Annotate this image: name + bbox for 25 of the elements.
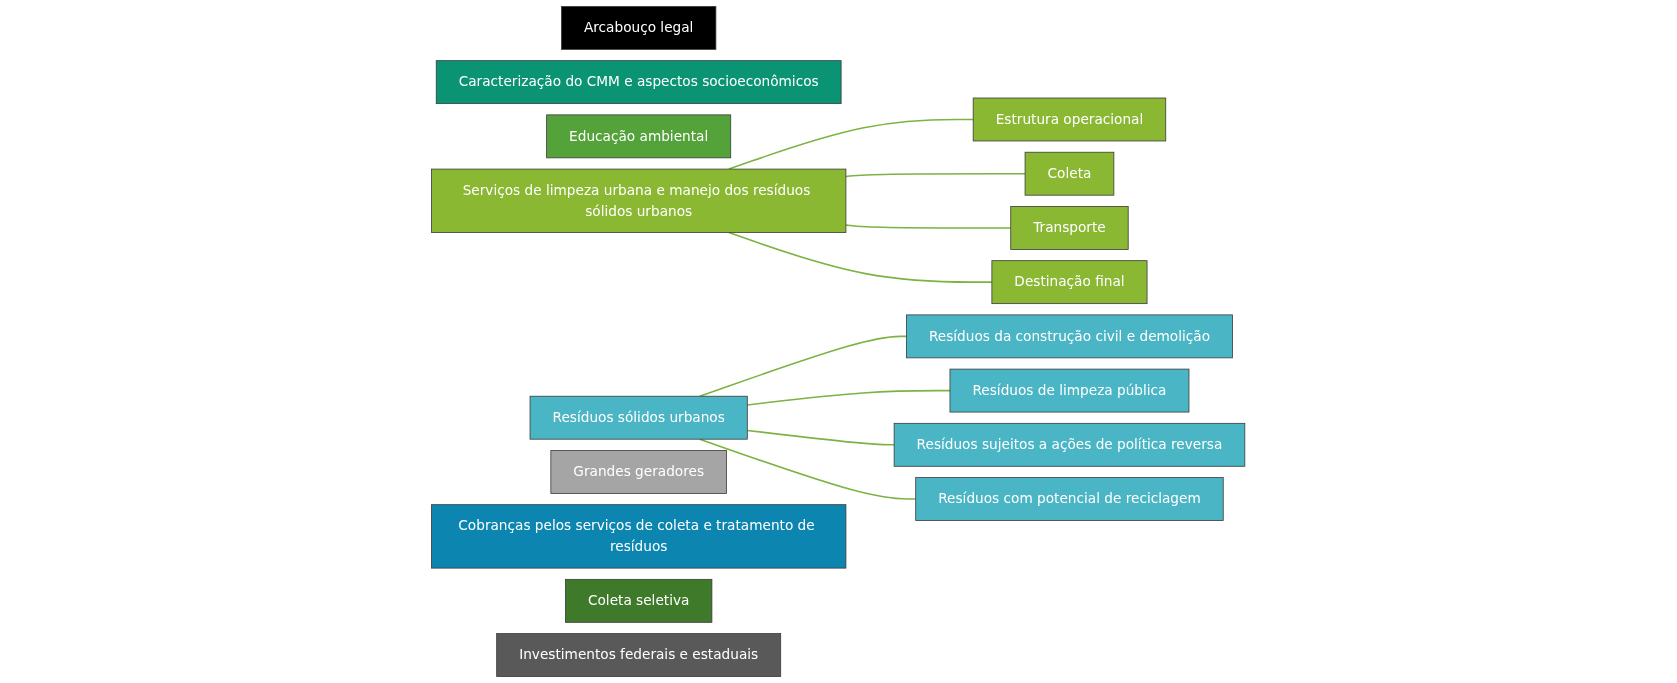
connector [746, 389, 952, 406]
node-box: Resíduos sujeitos a ações de política reversa [894, 422, 1246, 467]
node-box: Grandes geradores [550, 450, 728, 494]
node-box: Serviços de limpeza urbana e manejo dos resíduos sólidos urbanos [431, 168, 847, 233]
node-box: Arcabouço legal [561, 6, 717, 50]
node-box: Resíduos sólidos urbanos [530, 395, 749, 440]
node-box: Caracterização do CMM e aspectos socioeconômicos [436, 60, 842, 105]
connector [699, 438, 917, 500]
node-box: Resíduos da construção civil e demolição [906, 314, 1234, 359]
connector [845, 172, 1027, 178]
node-box: Resíduos com potencial de reciclagem [915, 477, 1224, 521]
node-box: Destinação final [991, 260, 1148, 305]
connector [728, 231, 994, 283]
connector [699, 335, 908, 398]
node-box: Transporte [1010, 206, 1129, 250]
node-box: Coleta seletiva [565, 578, 713, 623]
node-box: Resíduos de limpeza pública [949, 368, 1190, 413]
node-box: Investimentos federais e estaduais [496, 633, 782, 677]
connector [746, 429, 896, 446]
connector [728, 118, 975, 170]
node-box: Coleta [1025, 151, 1115, 196]
node-box: Cobranças pelos serviços de coleta e tratamento de resíduos [431, 504, 847, 569]
node-box: Estrutura operacional [973, 97, 1167, 142]
connector [845, 224, 1012, 229]
node-box: Educação ambiental [546, 114, 732, 159]
